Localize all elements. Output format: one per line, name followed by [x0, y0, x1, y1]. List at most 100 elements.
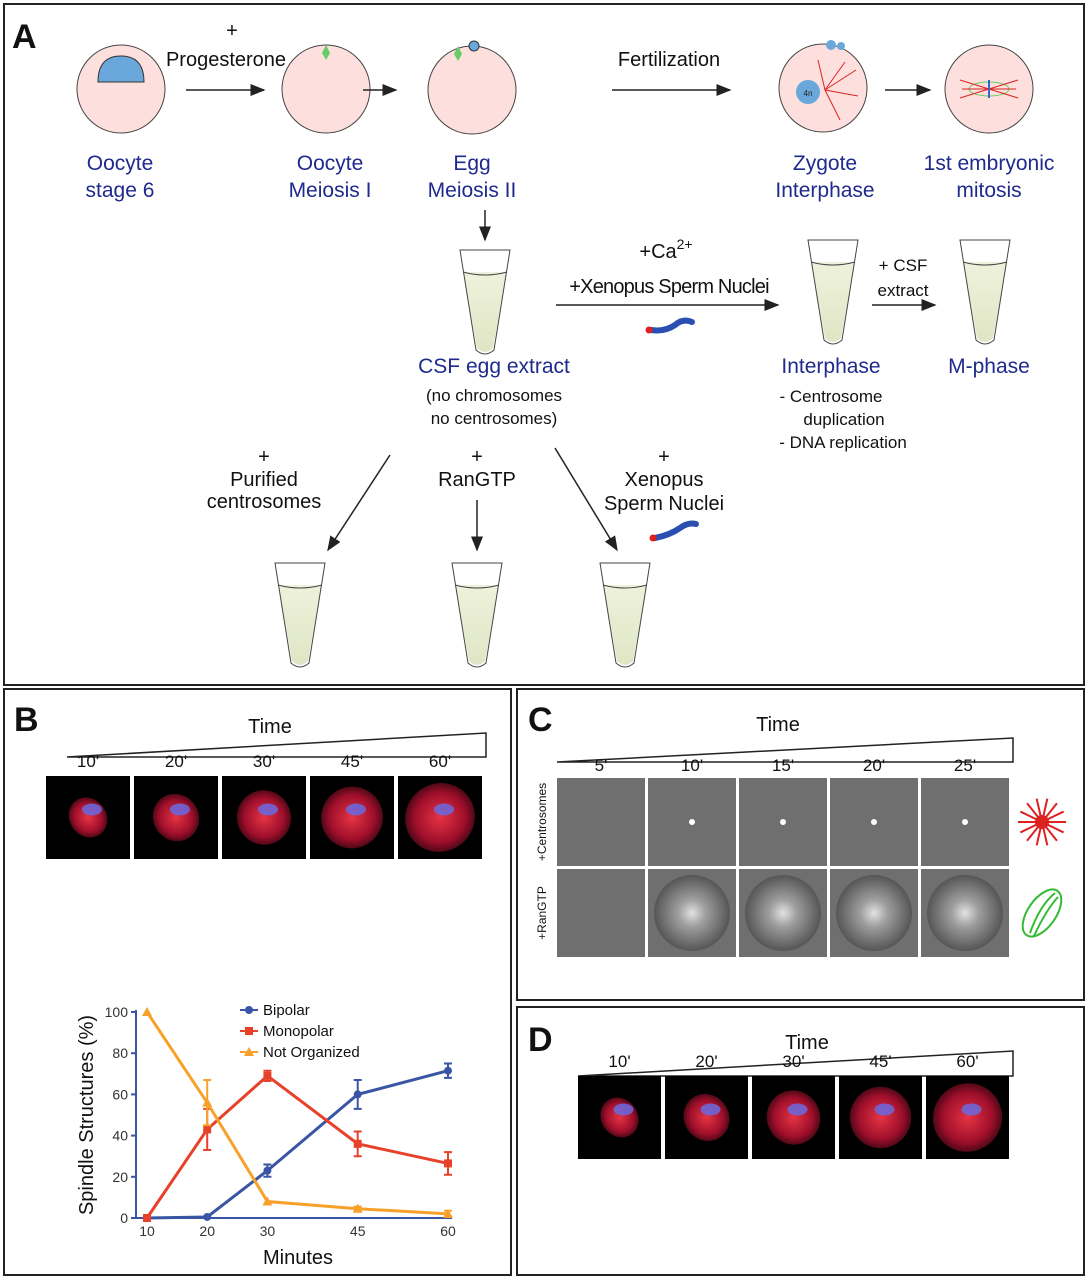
data-point — [203, 1125, 212, 1134]
x-tick-label: 60 — [440, 1223, 456, 1239]
row-label-centrosomes: +Centrosomes — [535, 783, 549, 861]
y-tick-label: 0 — [120, 1210, 128, 1226]
extract-tube — [274, 562, 326, 668]
interphase-note-2: duplication — [803, 410, 884, 429]
interphase-title: Interphase — [781, 355, 880, 378]
stage-label: Zygote — [793, 152, 857, 175]
micrograph-signal — [871, 819, 877, 825]
dna-signal — [170, 803, 190, 816]
x-axis-label: Minutes — [263, 1247, 333, 1269]
micrograph-signal — [766, 1090, 821, 1145]
y-axis-label: Spindle Structures (%) — [76, 1015, 98, 1215]
series-line — [145, 1011, 449, 1216]
dna-signal — [787, 1103, 808, 1116]
micrograph-signal — [927, 875, 1003, 951]
extract-tube — [459, 249, 511, 355]
panel-d-time: Time — [785, 1032, 829, 1054]
panel-c-time-wedge — [556, 737, 1014, 763]
row-label-rangtp: +RanGTP — [535, 886, 549, 940]
sperm-nuclei-label: +Xenopus Sperm Nuclei — [569, 276, 769, 298]
micrograph-signal — [654, 875, 730, 951]
series-not-organized — [142, 1007, 453, 1218]
panel-b-label: B — [14, 701, 39, 739]
timepoint-label: 10' — [681, 756, 703, 775]
branch-label: Xenopus — [625, 469, 704, 491]
micrograph-signal — [689, 819, 695, 825]
stage-label: stage 6 — [86, 179, 155, 202]
mphase-title: M-phase — [948, 355, 1030, 378]
y-tick-label: 100 — [105, 1004, 129, 1020]
data-point — [352, 1203, 363, 1213]
timepoint-label: 10' — [608, 1052, 630, 1071]
progesterone-label: Progesterone — [166, 49, 286, 71]
data-point — [353, 1139, 362, 1148]
timepoint-label: 20' — [165, 752, 187, 771]
dna-signal — [874, 1103, 895, 1116]
panel-b-time: Time — [248, 716, 292, 738]
panel-d-label: D — [528, 1021, 553, 1059]
mitosis-cell — [944, 44, 1034, 134]
timepoint-label: 25' — [954, 756, 976, 775]
aster-icon — [1018, 798, 1066, 846]
spindle-icon — [1021, 888, 1063, 938]
x-tick-label: 45 — [350, 1223, 366, 1239]
ca-label: +Ca2+ — [639, 236, 692, 263]
legend-marker — [244, 1047, 254, 1056]
sperm-icon — [645, 317, 695, 334]
panel-c-photos: 5'10'15'20'25' — [557, 756, 1009, 957]
dna-signal — [346, 803, 366, 816]
csf-extract-title: CSF egg extract — [418, 355, 570, 378]
timepoint-label: 30' — [253, 752, 275, 771]
micrograph-signal — [849, 1086, 912, 1149]
data-point — [263, 1166, 272, 1175]
timepoint-label: 60' — [956, 1052, 978, 1071]
timepoint-label: 5' — [595, 756, 608, 775]
panel-d-frame — [516, 1006, 1085, 1276]
csf-note-2: no centrosomes) — [431, 409, 558, 428]
branch-plus: + — [258, 446, 270, 468]
panel-c-label: C — [528, 701, 553, 739]
x-tick-label: 20 — [199, 1223, 215, 1239]
csf-note-1: (no chromosomes — [426, 386, 562, 405]
panel-b-frame — [3, 688, 512, 1276]
panel-c-time: Time — [756, 714, 800, 736]
series-monopolar — [143, 1069, 452, 1222]
micrograph-signal — [932, 1083, 1003, 1152]
egg-meiosis2-cell — [427, 40, 517, 135]
stage-label: Oocyte — [87, 152, 154, 175]
legend-label: Not Organized — [263, 1044, 360, 1061]
x-tick-label: 30 — [260, 1223, 276, 1239]
micrograph — [557, 869, 645, 957]
stage-label: Oocyte — [297, 152, 364, 175]
micrograph-signal — [780, 819, 786, 825]
panel-d-photos: 10'20'30'45'60' — [578, 1052, 1009, 1159]
y-tick-label: 80 — [112, 1045, 128, 1061]
data-point — [202, 1097, 213, 1107]
oocyte-stage6-cell — [76, 44, 166, 134]
micrograph-signal — [745, 875, 821, 951]
oocyte-meiosis1-cell — [281, 44, 371, 134]
stage-label: Meiosis II — [428, 179, 517, 202]
dna-signal — [434, 803, 454, 816]
data-point — [143, 1214, 151, 1222]
zygote-cell — [778, 40, 868, 133]
timepoint-label: 45' — [341, 752, 363, 771]
tubes — [274, 239, 1011, 668]
dna-signal — [961, 1103, 982, 1116]
branch-label: Sperm Nuclei — [604, 493, 724, 515]
arrow-centrosomes — [327, 454, 391, 552]
data-point — [142, 1007, 152, 1016]
branch-label: centrosomes — [207, 491, 322, 513]
interphase-note-3: - DNA replication — [779, 433, 907, 452]
extract-tube — [451, 562, 503, 668]
dna-signal — [82, 803, 102, 816]
branch-labels: + Purified centrosomes + RanGTP + Xenopu… — [207, 446, 724, 515]
timepoint-label: 20' — [695, 1052, 717, 1071]
data-point — [353, 1090, 362, 1099]
panel-c-frame — [516, 688, 1085, 1001]
extract-tube — [959, 239, 1011, 345]
micrograph-signal — [405, 783, 475, 852]
dna-signal — [700, 1103, 721, 1116]
